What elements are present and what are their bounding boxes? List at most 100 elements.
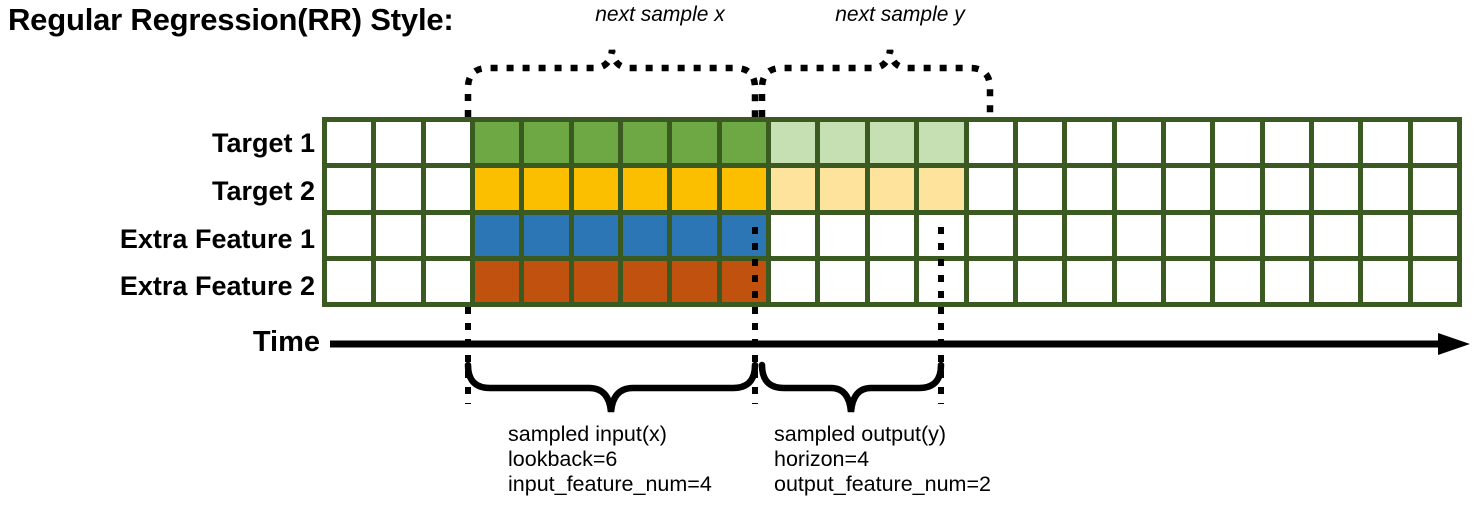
row-label-target-2: Target 2	[211, 176, 315, 206]
grid-cell-extra-feature-1-t10	[771, 214, 816, 256]
grid-cell-extra-feature-2-t8	[672, 260, 717, 302]
grid-cell-target-2-t14	[968, 168, 1013, 210]
grid-cell-extra-feature-1-t8	[672, 214, 717, 256]
grid-cell-extra-feature-1-t1	[327, 214, 372, 256]
grid-cell-target-2-t6	[573, 168, 619, 210]
grid-cell-target-1-t14	[968, 122, 1013, 164]
grid-cell-target-2-t17	[1116, 168, 1161, 210]
grid-cell-target-1-t3	[425, 122, 471, 164]
grid-cell-extra-feature-2-t16	[1067, 260, 1112, 302]
grid-cell-target-1-t12	[869, 122, 915, 164]
grid-cell-extra-feature-1-t17	[1116, 214, 1161, 256]
grid-cell-extra-feature-1-t18	[1165, 214, 1211, 256]
grid-cell-extra-feature-1-t19	[1215, 214, 1260, 256]
grid-cell-target-2-t1	[327, 168, 372, 210]
grid-cell-target-1-t15	[1017, 122, 1063, 164]
grid-cell-target-2-t20	[1264, 168, 1309, 210]
grid-cell-target-2-t8	[672, 168, 717, 210]
grid-cell-target-1-t8	[672, 122, 717, 164]
grid-cell-extra-feature-1-t20	[1264, 214, 1309, 256]
grid-cell-extra-feature-2-t4	[475, 260, 520, 302]
grid-cell-extra-feature-2-t11	[820, 260, 865, 302]
grid-cell-target-1-t5	[524, 122, 569, 164]
grid-cell-target-2-t21	[1313, 168, 1359, 210]
grid-cell-extra-feature-1-t9	[721, 214, 767, 256]
grid-cell-extra-feature-1-t15	[1017, 214, 1063, 256]
grid-cell-extra-feature-2-t19	[1215, 260, 1260, 302]
grid-cell-extra-feature-1-t2	[376, 214, 421, 256]
time-axis-label: Time	[252, 326, 320, 358]
grid-cell-extra-feature-2-t20	[1264, 260, 1309, 302]
grid-cell-extra-feature-2-t18	[1165, 260, 1211, 302]
top-brace-next-sample-x	[464, 49, 759, 117]
grid-cell-target-2-t3	[425, 168, 471, 210]
grid-cell-target-1-t19	[1215, 122, 1260, 164]
grid-cell-extra-feature-1-t23	[1412, 214, 1457, 256]
grid-cell-target-1-t9	[721, 122, 767, 164]
sampled-input-title: sampled input(x)	[508, 422, 667, 446]
grid-cell-target-2-t9	[721, 168, 767, 210]
row-label-extra-feature-2: Extra Feature 2	[119, 271, 315, 301]
grid-cell-target-1-t1	[327, 122, 372, 164]
sampled-input-caption: sampled input(x) lookback=6 input_featur…	[508, 422, 712, 497]
grid-cell-extra-feature-2-t6	[573, 260, 619, 302]
sampled-output-feature-num: output_feature_num=2	[774, 472, 991, 496]
grid-cell-target-1-t6	[573, 122, 619, 164]
grid-cell-target-2-t16	[1067, 168, 1112, 210]
grid-cell-extra-feature-2-t17	[1116, 260, 1161, 302]
grid-cell-extra-feature-1-t22	[1363, 214, 1408, 256]
sampled-output-title: sampled output(y)	[774, 422, 947, 446]
next-sample-x-label: next sample x	[595, 3, 725, 26]
grid-cell-extra-feature-2-t15	[1017, 260, 1063, 302]
grid-cell-extra-feature-1-t14	[968, 214, 1013, 256]
grid-cell-extra-feature-2-t12	[869, 260, 915, 302]
bottom-brace-sampled-output	[758, 361, 945, 413]
grid-cell-target-2-t18	[1165, 168, 1211, 210]
grid-cell-target-1-t23	[1412, 122, 1457, 164]
grid-cell-target-1-t4	[475, 122, 520, 164]
grid-cell-target-2-t2	[376, 168, 421, 210]
grid-cell-extra-feature-2-t10	[771, 260, 816, 302]
grid-cell-target-1-t2	[376, 122, 421, 164]
sampled-input-feature-num: input_feature_num=4	[508, 472, 712, 496]
next-sample-y-label: next sample y	[835, 3, 965, 26]
grid-cell-target-1-t21	[1313, 122, 1359, 164]
grid-cell-extra-feature-1-t13	[919, 214, 964, 256]
grid-cell-extra-feature-2-t2	[376, 260, 421, 302]
grid-cell-extra-feature-2-t3	[425, 260, 471, 302]
grid-cell-extra-feature-1-t6	[573, 214, 619, 256]
grid-cell-extra-feature-2-t13	[919, 260, 964, 302]
grid-cell-target-2-t5	[524, 168, 569, 210]
page-title: Regular Regression(RR) Style:	[8, 2, 454, 37]
grid-cell-extra-feature-1-t5	[524, 214, 569, 256]
grid-cell-extra-feature-1-t3	[425, 214, 471, 256]
timeseries-grid	[322, 117, 1462, 307]
grid-cell-target-1-t7	[623, 122, 668, 164]
grid-cell-extra-feature-2-t14	[968, 260, 1013, 302]
row-label-target-1: Target 1	[211, 128, 315, 158]
grid-cell-extra-feature-1-t7	[623, 214, 668, 256]
grid-cell-extra-feature-2-t5	[524, 260, 569, 302]
grid-cell-target-2-t19	[1215, 168, 1260, 210]
sampled-input-lookback: lookback=6	[508, 447, 618, 471]
time-axis-arrow	[330, 333, 1470, 355]
grid-cell-extra-feature-2-t22	[1363, 260, 1408, 302]
grid-cell-extra-feature-2-t7	[623, 260, 668, 302]
bottom-brace-sampled-input	[464, 361, 759, 413]
grid-cell-extra-feature-1-t16	[1067, 214, 1112, 256]
grid-cell-target-2-t7	[623, 168, 668, 210]
grid-cell-target-2-t22	[1363, 168, 1408, 210]
grid-cell-target-2-t15	[1017, 168, 1063, 210]
grid-cell-extra-feature-2-t23	[1412, 260, 1457, 302]
grid-cell-target-2-t4	[475, 168, 520, 210]
grid-cell-extra-feature-2-t21	[1313, 260, 1359, 302]
grid-cell-extra-feature-2-t9	[721, 260, 767, 302]
grid-cell-target-2-t23	[1412, 168, 1457, 210]
grid-cell-target-2-t13	[919, 168, 964, 210]
grid-cell-extra-feature-1-t11	[820, 214, 865, 256]
grid-cell-target-1-t17	[1116, 122, 1161, 164]
grid-cell-extra-feature-1-t21	[1313, 214, 1359, 256]
grid-cell-target-1-t16	[1067, 122, 1112, 164]
grid-cell-target-1-t11	[820, 122, 865, 164]
